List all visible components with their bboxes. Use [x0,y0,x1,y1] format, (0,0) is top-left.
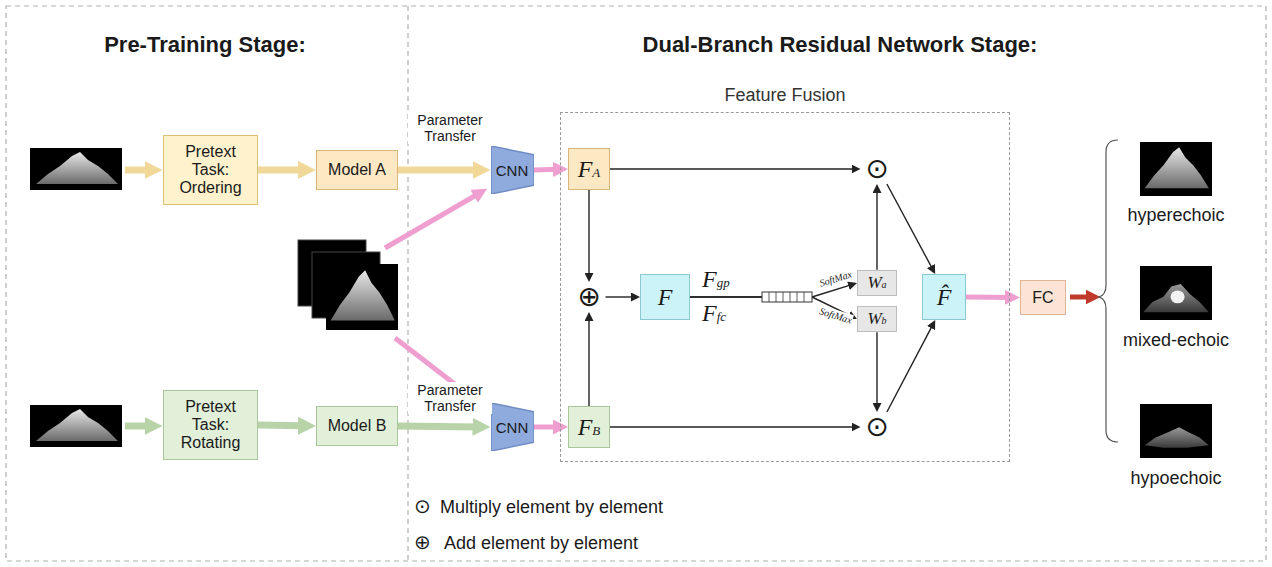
node-label: ⊕ [577,282,600,312]
connector [966,295,1010,300]
stage-heading: Pre-Training Stage: [104,32,306,58]
connector [610,168,854,169]
process-box: FC [1020,280,1066,315]
node-label: CNN [496,162,529,179]
region-heading: Feature Fusion [561,85,1009,106]
connector [398,167,478,174]
process-box: Model A [316,150,398,190]
connector [588,318,589,406]
process-box: Model B [316,406,398,446]
cnn-block: CNN [491,403,534,451]
process-box: Wb [857,306,897,333]
legend-symbol: ⊙ [414,494,431,518]
node-label: FC [1032,289,1053,307]
node-label: ⊙ [865,412,888,442]
edge-label: Parameter Transfer [408,112,492,144]
stage-heading: Dual-Branch Residual Network Stage: [643,32,1038,58]
node-label: Wb [867,310,886,329]
connector [876,332,877,405]
class-label: hypoechoic [1130,468,1221,489]
node-label: FA [578,156,601,182]
node-label: ⊙ [865,154,888,184]
operator-symbol: ⊙ [861,412,894,442]
connector [534,167,558,173]
process-box: Pretext Task: Rotating [163,390,258,460]
connector [258,167,303,174]
process-box: Wa [857,270,897,297]
cnn-block: CNN [491,146,534,194]
connector [398,423,478,431]
connector [534,425,558,430]
node-label: CNN [496,419,529,436]
node-label: Model B [328,417,387,435]
connector [876,190,877,269]
node-label: FB [578,414,601,440]
edge-label: SoftMax [817,268,854,289]
fusion-region: Feature FusionFA⊕FWaWb⊙⊙F̂FB [560,112,1010,462]
feature-label: Fgp [702,266,730,292]
node-label: Pretext Task: Rotating [168,398,253,452]
connector [887,184,932,268]
edge-label: Parameter Transfer [408,382,492,414]
process-box: F̂ [922,274,966,320]
node-label: Model A [328,161,386,179]
connector [887,326,932,412]
connector [258,422,303,430]
connector [588,190,589,276]
connector [606,296,634,297]
legend-text: Multiply element by element [440,497,663,518]
process-box: FA [568,148,610,190]
feature-label: Ffc [702,300,726,326]
connector [610,426,854,427]
process-box: Pretext Task: Ordering [163,135,258,205]
operator-symbol: ⊙ [861,154,894,184]
node-label: F̂ [937,284,952,310]
class-label: hyperechoic [1127,205,1224,226]
node-label: Pretext Task: Ordering [168,143,253,197]
process-box: F [640,274,690,320]
legend-symbol: ⊕ [414,530,431,554]
node-label: F [658,284,673,310]
node-label: Wa [867,274,886,293]
legend-text: Add element by element [444,533,638,554]
class-label: mixed-echoic [1123,330,1229,351]
process-box: FB [568,406,610,448]
feature-vector [762,292,812,302]
operator-symbol: ⊕ [573,282,606,312]
